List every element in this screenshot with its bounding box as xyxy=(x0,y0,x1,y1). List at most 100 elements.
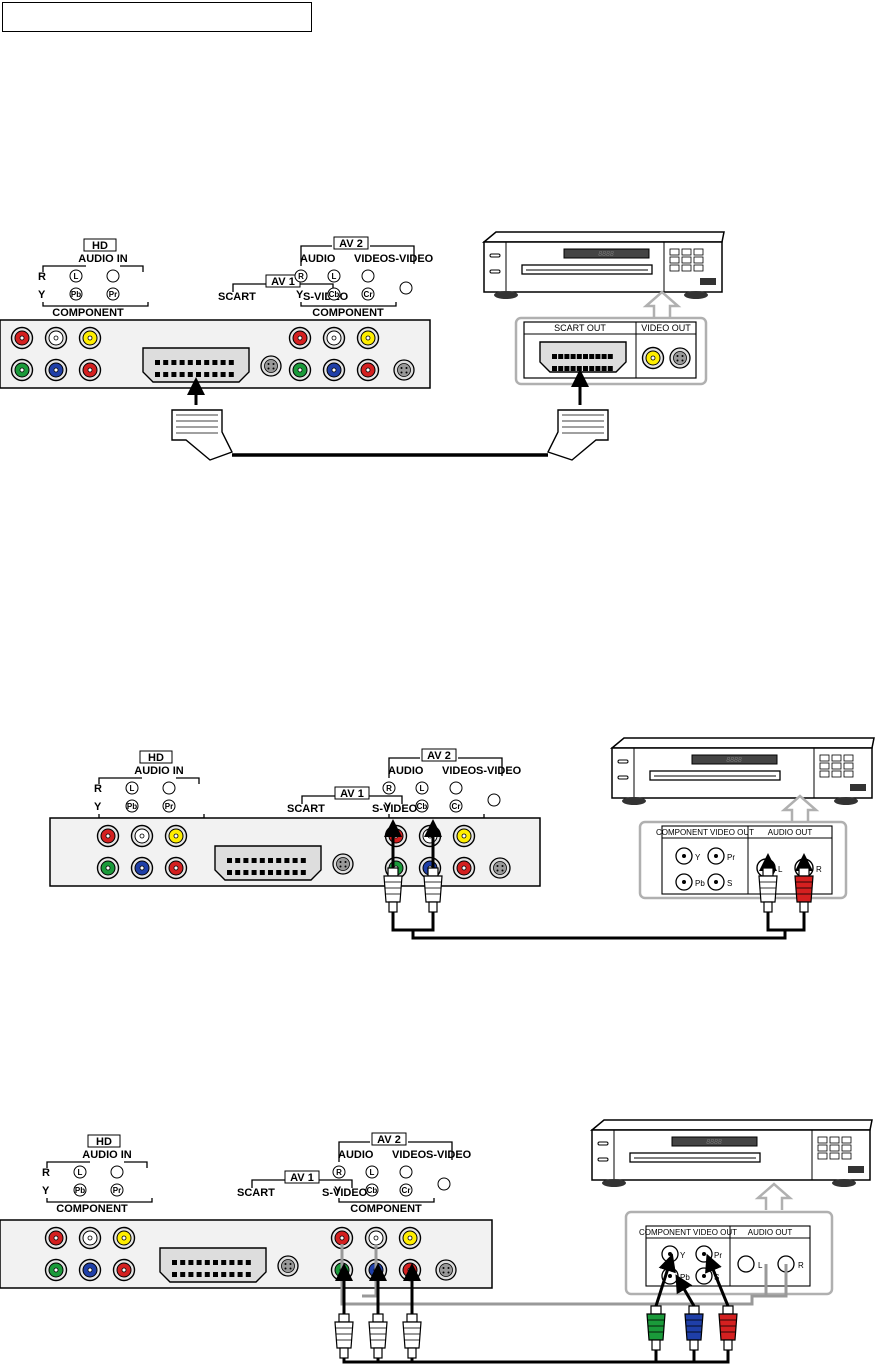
component-label-2: COMPONENT xyxy=(312,307,384,319)
hd-pr-jack-pin xyxy=(173,865,179,871)
hd-bracket-r xyxy=(120,265,144,272)
dvd-scart-port-pin-1-0 xyxy=(552,366,557,371)
dvd-key-0-0 xyxy=(819,754,830,762)
hd-pb-label: Pb xyxy=(71,290,81,299)
dvd-key-2-0 xyxy=(819,770,830,778)
comp3-out-label-2: Pb xyxy=(680,1273,690,1282)
av2-video-jack-pin xyxy=(365,335,371,341)
scart-port-pin-0-6 xyxy=(276,858,282,863)
scart-port-pin-1-9 xyxy=(228,372,234,377)
dvd-button-2 xyxy=(617,775,629,780)
dvd-key-1-1 xyxy=(681,256,692,264)
s-video-label-av2: S-VIDEO xyxy=(426,1149,472,1161)
plug-tv-r xyxy=(383,875,403,903)
scart-port-pin-1-8 xyxy=(292,870,298,875)
dvd-key-1-2 xyxy=(693,256,704,264)
comp-out-jack-pin-3 xyxy=(714,880,718,884)
av2-r-label: R xyxy=(298,272,304,281)
hd-pr-label: Pr xyxy=(109,290,117,299)
component-label-2: COMPONENT xyxy=(350,1203,422,1215)
av2-r-label-circle xyxy=(332,1165,346,1179)
hd-l-label: L xyxy=(130,784,135,793)
av2-cr-jack-pin xyxy=(461,865,467,871)
scart-port-pin-0-7 xyxy=(212,360,218,365)
component-cable-outer xyxy=(342,1350,730,1364)
av2-svideo-jack-pin-0 xyxy=(496,865,499,867)
dvd-key-0-1 xyxy=(681,248,692,256)
dvd-key-1-1 xyxy=(829,1144,840,1152)
scart-port-pin-1-0 xyxy=(172,1272,177,1277)
s-video-label-av1: S-VIDEO xyxy=(303,291,349,303)
hd-pb-label-circle xyxy=(69,287,83,301)
plug-dvd-l xyxy=(758,875,778,903)
scart-port-pin-0-7 xyxy=(284,858,290,863)
av2-video-jack-pin xyxy=(407,1235,413,1241)
dvd-scart-port-pin-1-8 xyxy=(601,366,607,371)
av2-y-label: Y xyxy=(334,1185,342,1197)
grey-audio-cable-1 xyxy=(340,1244,768,1306)
av2-svideo-jack-pin-3 xyxy=(501,869,504,872)
scart-port-pin-1-9 xyxy=(300,870,306,875)
dvd-button-2 xyxy=(489,269,501,274)
scart-port-pin-1-1 xyxy=(163,372,169,377)
av2-cb-label: Cb xyxy=(417,802,428,811)
av2-svideo-jack-pin-1 xyxy=(405,367,408,369)
av2-y-jack-pin xyxy=(297,367,303,373)
dvd-key-1-0 xyxy=(669,256,680,264)
scart-out-label: SCART OUT xyxy=(554,323,606,333)
comp-out-jack-pin-1 xyxy=(714,854,718,858)
hd-label: HD xyxy=(96,1136,112,1148)
av2-cr-label-circle xyxy=(399,1183,413,1197)
av2-audio-label: AUDIO xyxy=(388,765,424,777)
scart-port-pin-1-8 xyxy=(237,1272,243,1277)
audio-in-label: AUDIO IN xyxy=(134,765,184,777)
audio-out-label-3: AUDIO OUT xyxy=(748,1228,793,1237)
arrow3-dvd-pr xyxy=(705,1253,730,1307)
plug3-tv-cr-tip xyxy=(406,1313,418,1323)
av2-svideo-jack-pin-1 xyxy=(447,1267,450,1269)
dvd-key-0-1 xyxy=(831,754,842,762)
av2-bracket-l xyxy=(300,245,332,266)
av2-label: AV 2 xyxy=(339,238,363,250)
plug-dvd-l-tip xyxy=(762,867,774,877)
hd-label-box xyxy=(139,750,173,764)
plug-dvd-r-tip xyxy=(798,867,810,877)
av2-label: AV 2 xyxy=(427,750,451,762)
av2-svideo-jack-pin-1 xyxy=(501,865,504,867)
av2-y-label: Y xyxy=(296,289,304,301)
dvd-scart-port-pin-0-5 xyxy=(583,354,588,359)
tv-back-panel-1 xyxy=(0,319,431,389)
hd-l-label: L xyxy=(78,1168,83,1177)
dvd-key-2-2 xyxy=(841,1152,852,1160)
av2-svideo-circle xyxy=(487,793,501,807)
hd-pr-jack-pin xyxy=(87,367,93,373)
hd-l-jack-pin xyxy=(53,335,59,341)
scart-port-pin-1-8 xyxy=(220,372,226,377)
dvd-display-text: 8888 xyxy=(598,251,614,258)
dvd-scart-port-pin-1-3 xyxy=(570,366,576,371)
av2-r-label-circle xyxy=(294,269,308,283)
hd-pr-label: Pr xyxy=(113,1186,121,1195)
av1-svideo-jack-inner xyxy=(264,359,278,373)
dvd-key-2-2 xyxy=(693,264,704,272)
hd-blank-circle xyxy=(162,781,176,795)
s-video-label-av2: S-VIDEO xyxy=(388,253,434,265)
av1-label-box xyxy=(334,786,370,800)
av1-svideo-jack-pin-1 xyxy=(344,861,347,863)
hd-bracket-l xyxy=(42,265,86,272)
scart-port-pin-1-6 xyxy=(276,870,282,875)
scart-label: SCART xyxy=(218,291,256,303)
av2-svideo-jack-pin-3 xyxy=(405,371,408,374)
av2-label-box xyxy=(333,236,369,250)
scart-port-pin-0-8 xyxy=(292,858,298,863)
audio-out-r-label: R xyxy=(816,865,822,874)
dvd-logo xyxy=(850,784,866,791)
hd-bracket-r xyxy=(124,1161,148,1168)
av2-l-label: L xyxy=(370,1168,375,1177)
dvd-key-0-0 xyxy=(817,1136,828,1144)
dvd-logo xyxy=(700,278,716,285)
dvd-display-text: 8888 xyxy=(726,757,742,764)
